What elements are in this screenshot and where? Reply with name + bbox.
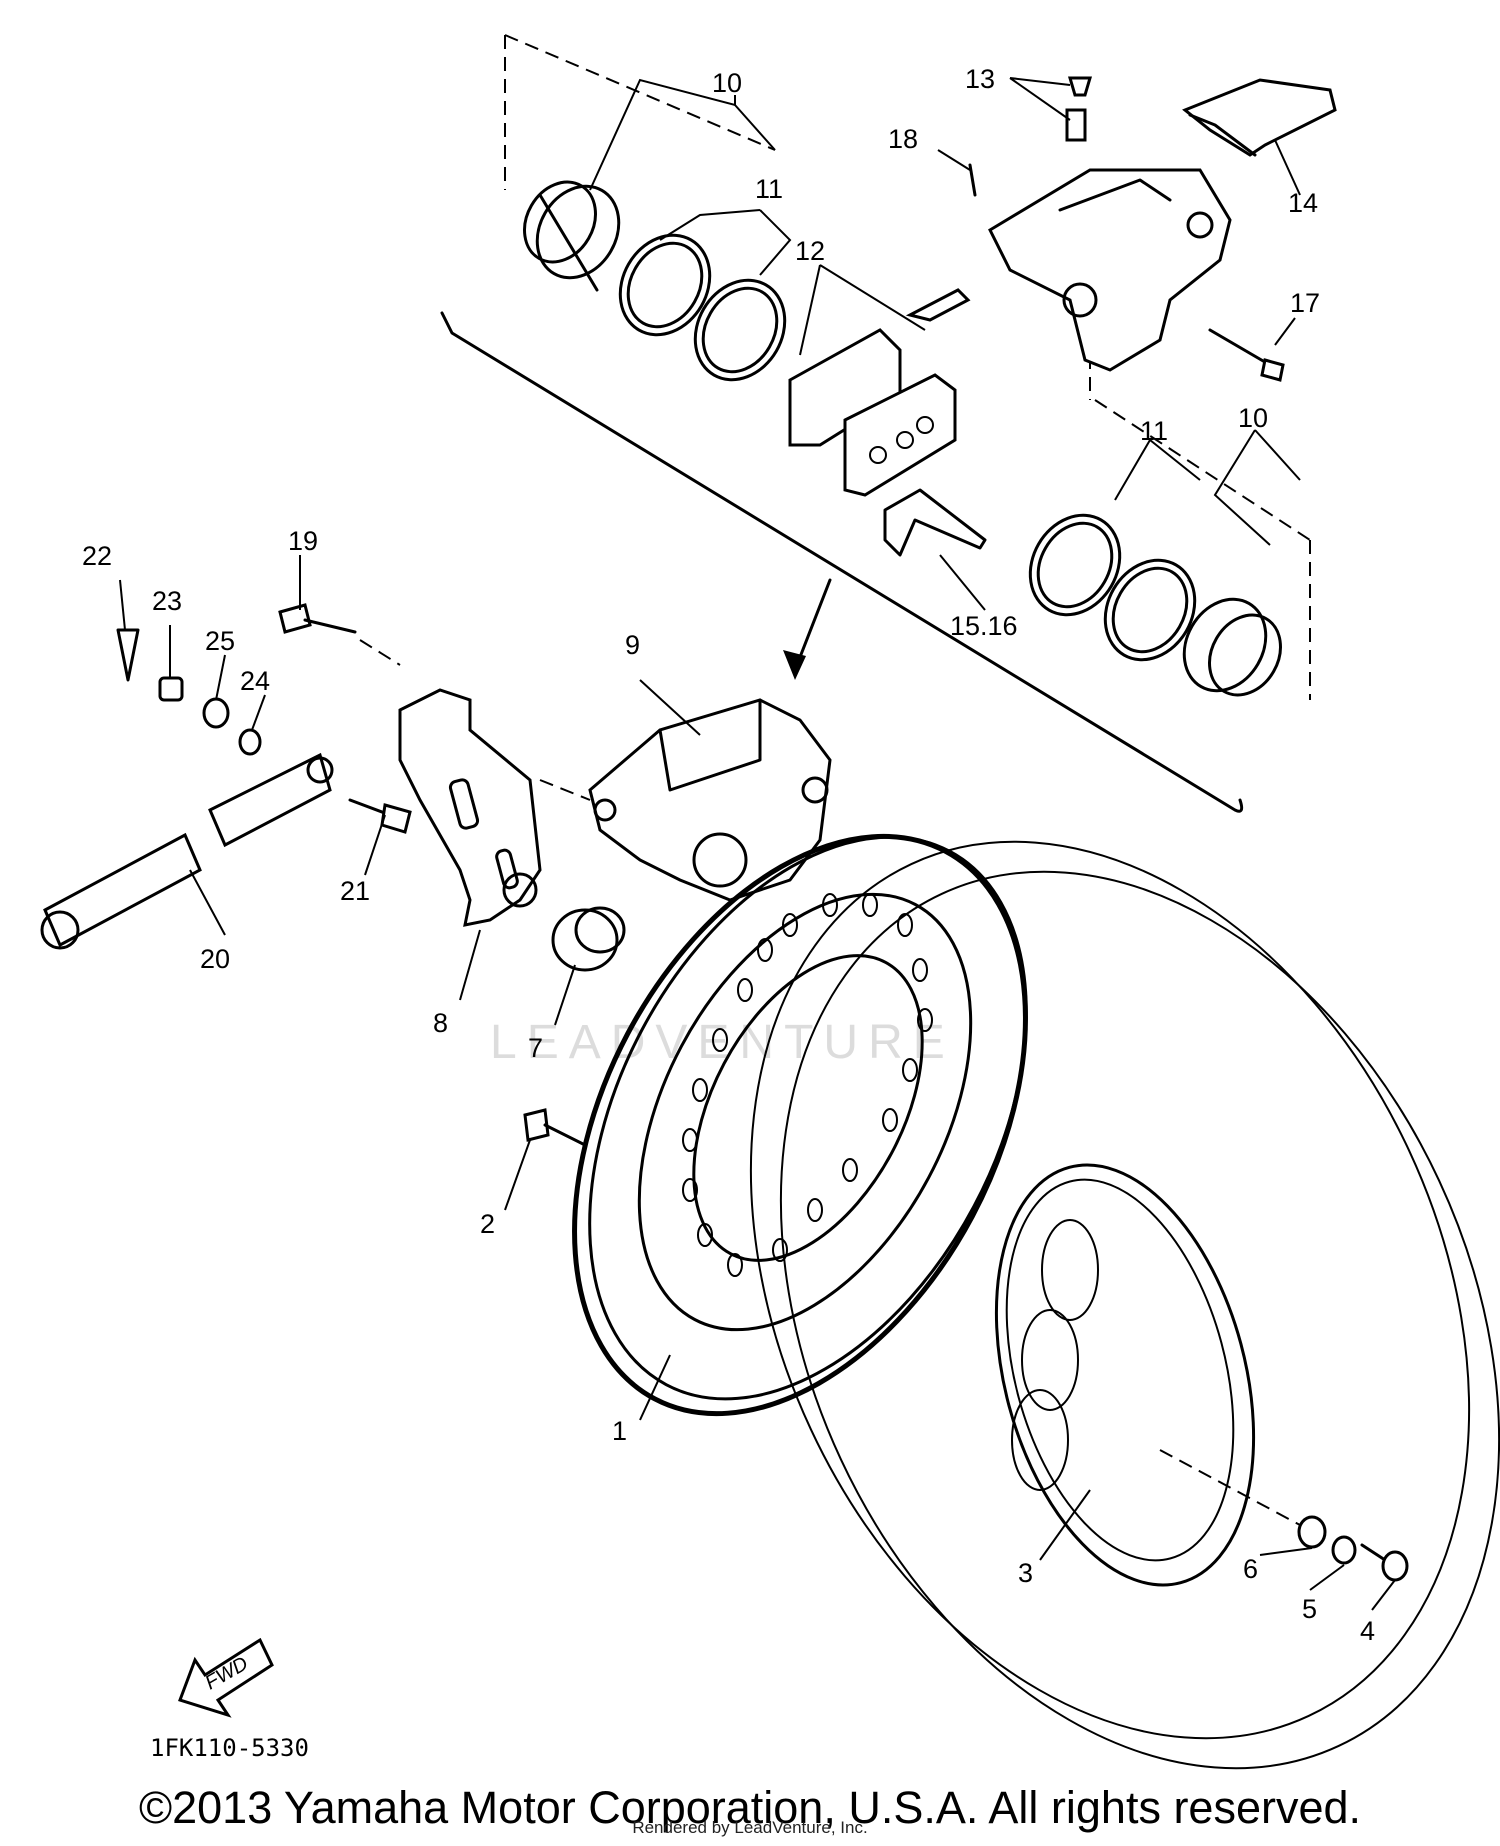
brake-pads	[788, 288, 971, 497]
rear-wheel	[749, 840, 1500, 1770]
callout-23: 23	[152, 586, 182, 616]
caliper-exploded-inset	[440, 34, 1311, 813]
washer-24	[238, 728, 262, 756]
piston-seals-top	[618, 233, 787, 382]
callout-7: 7	[528, 1033, 543, 1063]
caliper-body-half	[988, 168, 1232, 372]
leader-lines	[119, 77, 1396, 1611]
callout-3: 3	[1018, 1558, 1033, 1588]
caliper-bracket	[398, 688, 542, 927]
callout-17: 17	[1290, 288, 1320, 318]
pad-spring	[883, 488, 987, 557]
disc-holes	[682, 893, 933, 1277]
rendered-by-note: Rendered by LeadVenture, Inc.	[632, 1818, 868, 1837]
callout-11-top: 11	[755, 174, 783, 204]
callout-9: 9	[625, 630, 640, 660]
forward-direction-arrow: FWD	[178, 1637, 274, 1718]
callout-15-16: 15.16	[950, 611, 1018, 641]
callout-25: 25	[205, 626, 235, 656]
collar	[551, 906, 626, 972]
watermark-text: LEADVENTURE	[490, 1016, 955, 1069]
callout-8: 8	[433, 1008, 448, 1038]
callout-22: 22	[82, 541, 112, 571]
caliper-piston-top	[523, 180, 621, 292]
callout-10-bottom: 10	[1238, 403, 1268, 433]
callout-20: 20	[200, 944, 230, 974]
callout-4: 4	[1360, 1616, 1375, 1646]
callout-1: 1	[612, 1416, 627, 1446]
bracket-bolt	[278, 603, 357, 634]
caliper-cover	[1182, 78, 1337, 157]
callout-24: 24	[240, 666, 270, 696]
callout-2: 2	[480, 1209, 495, 1239]
callout-labels: 1 2 3 4 5 6 7 8 9 10 10 11 11 12 13 14 1…	[82, 64, 1375, 1646]
copyright-notice: ©2013 Yamaha Motor Corporation, U.S.A. A…	[138, 1782, 1362, 1833]
pad-pin	[968, 163, 977, 197]
washer-25	[202, 697, 230, 729]
callout-18: 18	[888, 124, 918, 154]
callout-6: 6	[1243, 1554, 1258, 1584]
castle-nut	[158, 676, 184, 702]
callout-10-top: 10	[712, 68, 742, 98]
piston-seals-bottom	[1028, 513, 1197, 662]
torque-rod	[40, 752, 334, 950]
hub-fasteners	[1159, 1449, 1409, 1582]
callout-12: 12	[795, 236, 825, 266]
callout-5: 5	[1302, 1594, 1317, 1624]
caliper-piston-bottom	[1182, 597, 1282, 697]
callout-11-bottom: 11	[1140, 416, 1168, 446]
drawing-number: 1FK110-5330	[150, 1734, 309, 1762]
disc-bolt	[523, 1108, 587, 1147]
callout-19: 19	[288, 526, 318, 556]
callout-21: 21	[340, 876, 370, 906]
caliper-bolt	[1208, 328, 1285, 382]
callout-13: 13	[965, 64, 995, 94]
brake-disc	[572, 833, 1028, 1417]
brake-caliper	[588, 698, 832, 902]
cotter-pin	[116, 628, 140, 682]
bleeder-valve	[1065, 76, 1093, 142]
callout-14: 14	[1288, 188, 1318, 218]
